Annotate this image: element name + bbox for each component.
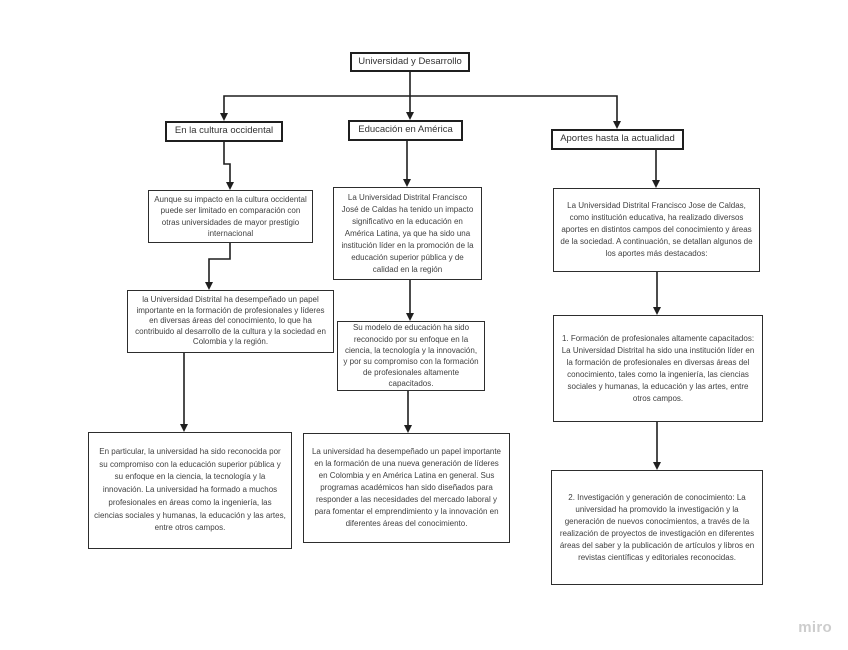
mid-node-3[interactable]: La universidad ha desempeñado un papel i… [303,433,510,543]
arrowhead [226,182,234,190]
arrowhead [653,462,661,470]
miro-watermark: miro [798,619,832,636]
arrowhead [404,425,412,433]
arrowhead [652,180,660,188]
arrowhead [205,282,213,290]
root-node[interactable]: Universidad y Desarrollo [350,52,470,72]
branch-header-aportes-actualidad[interactable]: Aportes hasta la actualidad [551,129,684,150]
connector-root-to-branch-right [410,95,618,121]
arrowhead [653,307,661,315]
left-node-2[interactable]: la Universidad Distrital ha desempeñado … [127,290,334,353]
left-node-1[interactable]: Aunque su impacto en la cultura occident… [148,190,313,243]
right-node-1[interactable]: La Universidad Distrital Francisco Jose … [553,188,760,272]
arrowhead [613,121,621,129]
right-node-3[interactable]: 2. Investigación y generación de conocim… [551,470,763,585]
arrowhead [180,424,188,432]
arrowhead [406,112,414,120]
arrowhead [220,113,228,121]
connector-left-node1-to-node2 [208,243,231,282]
connector-left-header-to-node1 [223,142,231,182]
mid-node-1[interactable]: La Universidad Distrital Francisco José … [333,187,482,280]
connector-root-to-branch-left [223,95,410,113]
left-node-3[interactable]: En particular, la universidad ha sido re… [88,432,292,549]
mid-node-2[interactable]: Su modelo de educación ha sido reconocid… [337,321,485,391]
branch-header-educacion-america[interactable]: Educación en América [348,120,463,141]
arrowhead [406,313,414,321]
branch-header-cultura-occidental[interactable]: En la cultura occidental [165,121,283,142]
arrowhead [403,179,411,187]
right-node-2[interactable]: 1. Formación de profesionales altamente … [553,315,763,422]
